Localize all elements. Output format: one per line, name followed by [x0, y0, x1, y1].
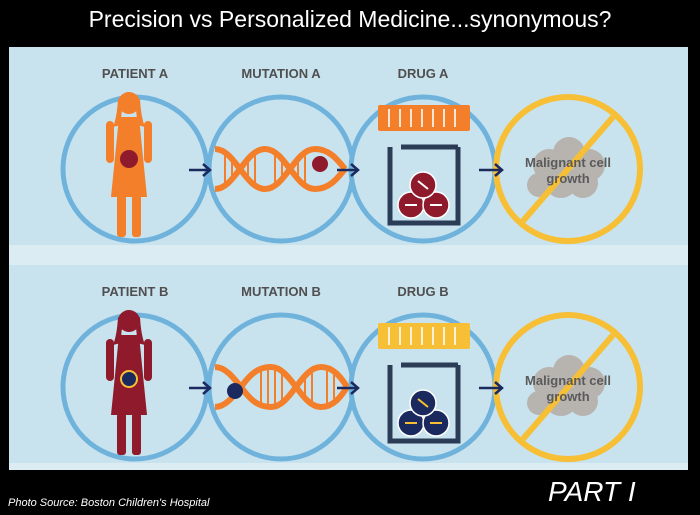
mutation-b-marker	[227, 383, 243, 399]
arrows-b	[189, 381, 504, 395]
patient-a-label: PATIENT A	[102, 66, 169, 81]
row-a: PATIENT A MUTATION A DRUG A	[60, 66, 643, 244]
mutation-a-marker	[312, 156, 328, 172]
patient-b-label: PATIENT B	[102, 284, 169, 299]
patient-b-mutation-marker	[120, 370, 138, 388]
prohibit-a-slash	[520, 115, 616, 223]
part-label: PART I	[548, 476, 636, 507]
dna-b-icon	[214, 363, 350, 411]
dna-a-icon	[214, 145, 348, 193]
patient-a-figure-icon	[106, 92, 152, 237]
result-b-line2: growth	[546, 389, 589, 404]
result-a-line2: growth	[546, 171, 589, 186]
drug-a-jar-icon	[378, 105, 470, 226]
photo-source: Photo Source: Boston Children's Hospital	[8, 497, 210, 509]
drug-b-jar-icon	[378, 323, 470, 444]
mutation-b-label: MUTATION B	[241, 284, 321, 299]
arrows-a	[189, 163, 504, 177]
row-b: PATIENT B MUTATION B DRUG B	[60, 284, 643, 462]
drug-b-label: DRUG B	[397, 284, 448, 299]
result-a-line1: Malignant cell	[525, 155, 611, 170]
prohibit-b-slash	[520, 333, 616, 441]
mutation-a-label: MUTATION A	[241, 66, 321, 81]
page-title: Precision vs Personalized Medicine...syn…	[88, 6, 612, 32]
diagram-slide: PATIENT A MUTATION A DRUG A	[9, 47, 688, 470]
drug-a-label: DRUG A	[398, 66, 449, 81]
diagram-art: PATIENT A MUTATION A DRUG A	[60, 66, 643, 462]
patient-a-mutation-marker	[120, 150, 138, 168]
result-b-line1: Malignant cell	[525, 373, 611, 388]
